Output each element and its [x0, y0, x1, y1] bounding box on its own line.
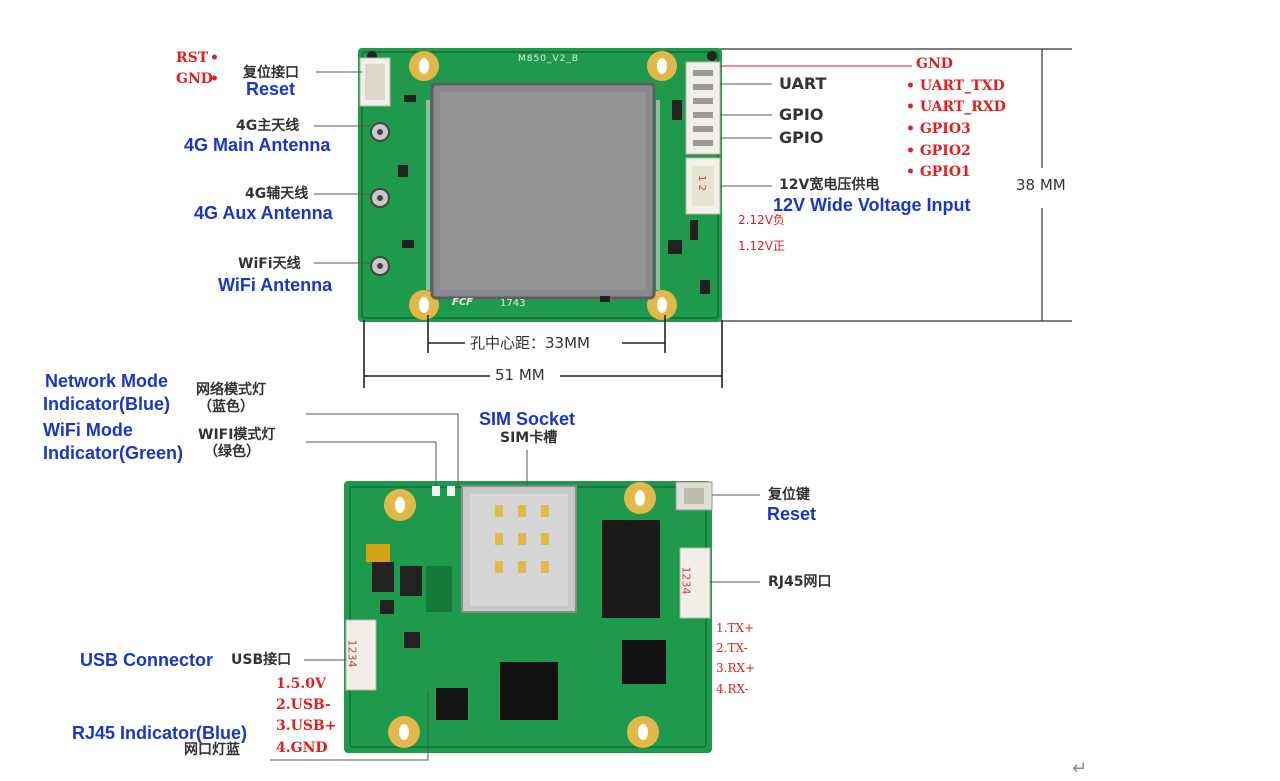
rst-label: RST — [176, 50, 209, 66]
bottom-leader-lines — [270, 413, 760, 761]
rj45-pin-1: 1.TX+ — [716, 621, 755, 635]
top-right-leader-lines — [720, 65, 912, 187]
reset-en-label: Reset — [246, 79, 296, 99]
network-mode-en-2: Indicator(Blue) — [43, 394, 171, 414]
usb-connector — [345, 619, 377, 691]
sim-socket-en-label: SIM Socket — [479, 409, 576, 429]
usb-pin-3: 3.USB+ — [276, 718, 337, 734]
rj45-pin-4: 4.RX- — [716, 682, 749, 696]
reset-key-cn-label: 复位键 — [768, 487, 810, 503]
rj45-connector-mark: 1234 — [679, 566, 693, 595]
usb-connector-en-label: USB Connector — [80, 650, 214, 670]
wifi-mode-cn-2: （绿色） — [204, 444, 260, 460]
wifi-mode-en-2: Indicator(Green) — [43, 443, 184, 463]
width-dimension-label: 51 MM — [495, 366, 545, 384]
pin-gpio3: • GPIO3 — [906, 121, 971, 137]
wifi-mode-en-1: WiFi Mode — [43, 420, 133, 440]
rj45-connector — [679, 547, 711, 619]
main-antenna-cn-label: 4G主天线 — [236, 118, 300, 134]
silkscreen-model: M850_V2_B — [518, 54, 580, 64]
rj45-pin-2: 2.TX- — [716, 641, 748, 655]
return-mark-icon: ↵ — [1072, 758, 1088, 779]
gnd-dot: • — [210, 71, 219, 87]
power-cn-label: 12V宽电压供电 — [779, 177, 880, 193]
aux-antenna-en-label: 4G Aux Antenna — [194, 203, 333, 223]
gpio-label-a: GPIO — [779, 105, 824, 124]
hole-spacing-label: 孔中心距：33MM — [470, 334, 590, 352]
network-mode-cn-1: 网络模式灯 — [196, 382, 266, 398]
rj45-indicator-cn-label: 网口灯蓝 — [184, 742, 240, 758]
gnd-label: GND — [176, 71, 213, 87]
wifi-antenna-en-label: WiFi Antenna — [218, 275, 333, 295]
usb-pin-2: 2.USB- — [276, 697, 331, 713]
pin-gpio2: • GPIO2 — [906, 143, 971, 159]
usb-connector-cn-label: USB接口 — [231, 652, 292, 668]
wifi-led — [432, 486, 440, 496]
power-ic — [436, 688, 468, 720]
gpio-label-b: GPIO — [779, 128, 824, 147]
rj45-port-label: RJ45网口 — [768, 574, 832, 590]
reset-cn-label: 复位接口 — [243, 65, 299, 81]
pin-gnd: GND — [916, 56, 953, 72]
sim-socket-cn-label: SIM卡槽 — [500, 430, 558, 446]
bottom-mounting-holes — [384, 482, 659, 748]
top-left-leader-lines — [314, 71, 370, 264]
pin-gpio1: • GPIO1 — [906, 164, 971, 180]
height-dimension-label: 38 MM — [1016, 176, 1066, 194]
usb-connector-mark: 1234 — [345, 639, 359, 668]
aux-antenna-cn-label: 4G辅天线 — [245, 186, 309, 202]
uart-gpio-connector — [685, 61, 721, 155]
rj45-indicator-en-label: RJ45 Indicator(Blue) — [72, 723, 248, 743]
usb-pin-4: 4.GND — [276, 740, 328, 756]
wifi-antenna-cn-label: WiFi天线 — [238, 256, 301, 272]
uart-label: UART — [779, 74, 827, 93]
ethernet-transformer — [602, 520, 660, 618]
negative-label: 2.12V负 — [738, 213, 785, 227]
usb-pin-1: 1.5.0V — [276, 676, 326, 692]
silkscreen-logo: FCF — [452, 297, 474, 308]
main-antenna-en-label: 4G Main Antenna — [184, 135, 331, 155]
pin-uart-txd: • UART_TXD — [906, 78, 1005, 94]
positive-label: 1.12V正 — [738, 239, 785, 253]
silkscreen-marking: 1743 — [500, 298, 526, 309]
rj45-pin-3: 3.RX+ — [716, 661, 756, 675]
pin-uart-rxd: • UART_RXD — [906, 99, 1006, 115]
reset-key-en-label: Reset — [767, 504, 817, 524]
memory-chip — [622, 640, 666, 684]
height-dimension-lines — [720, 48, 1072, 322]
width-dimension-lines — [363, 315, 723, 388]
top-mounting-holes — [367, 51, 717, 320]
network-mode-cn-2: （蓝色） — [198, 399, 254, 415]
wifi-mode-cn-1: WIFI模式灯 — [198, 427, 276, 443]
rst-dot: • — [210, 50, 219, 66]
main-soc — [500, 662, 558, 720]
network-led — [447, 486, 455, 496]
network-mode-en-1: Network Mode — [45, 371, 169, 391]
power-en-label: 12V Wide Voltage Input — [773, 195, 971, 215]
antenna-connectors — [370, 122, 390, 276]
